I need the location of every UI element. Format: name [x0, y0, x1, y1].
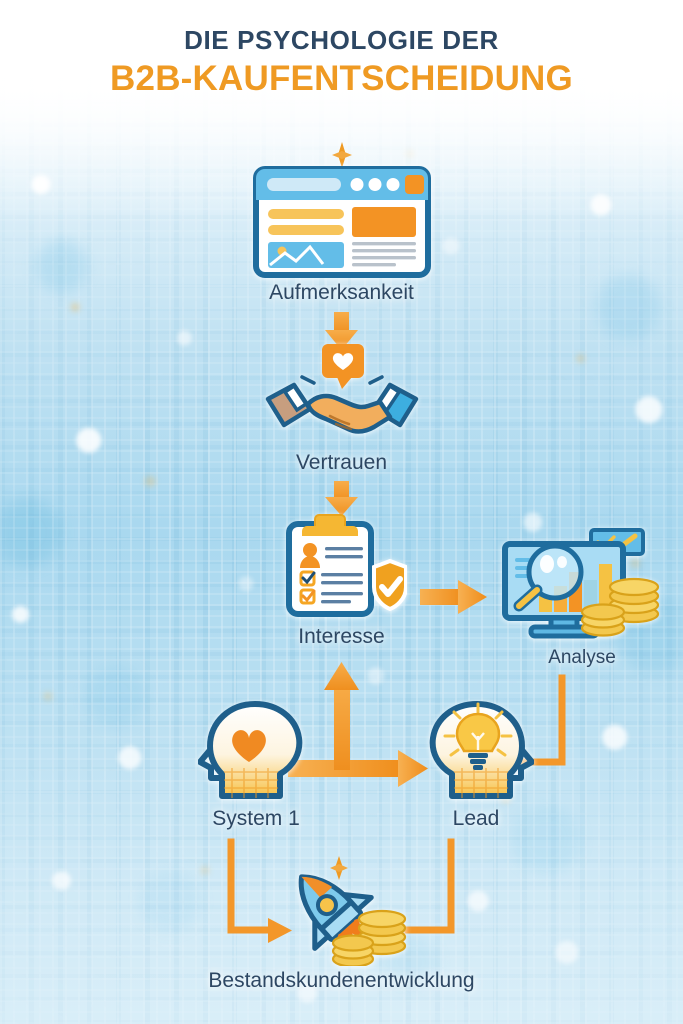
node-attention[interactable]: Aufmerksankeit [192, 166, 492, 305]
node-system1-label: System 1 [212, 807, 300, 830]
diamond-sparkle-rocket-icon [330, 856, 348, 880]
title-line-2: B2B-KAUFENTSCHEIDUNG [110, 59, 573, 99]
connector-branch-up-to-interest [324, 662, 359, 770]
node-trust-label: Vertrauen [295, 451, 388, 474]
connector-interest-to-analysis [420, 580, 487, 614]
rocket-coins-icon [162, 862, 522, 968]
handshake-icon [192, 344, 492, 448]
head-lightbulb-icon [396, 700, 556, 804]
connector-trust-to-interest [325, 481, 358, 516]
node-analysis[interactable]: Analyse [487, 528, 677, 669]
node-interest[interactable]: Interesse [212, 514, 472, 649]
browser-window-icon [192, 166, 492, 278]
poster-header: DIE PSYCHOLOGIE DER B2B-KAUFENTSCHEIDUNG [0, 25, 683, 99]
connector-lead-to-growth [404, 838, 455, 934]
diamond-sparkle-icon [332, 142, 352, 168]
node-attention-label: Aufmerksankeit [269, 281, 414, 304]
node-growth-label: Bestandskundenentwicklung [208, 969, 475, 992]
coin-stack-short-rocket [331, 934, 374, 968]
node-system1[interactable]: System 1 [176, 700, 336, 831]
node-analysis-label: Analyse [548, 647, 616, 668]
node-trust[interactable]: Vertrauen [192, 344, 492, 475]
node-interest-label: Interesse [298, 625, 385, 648]
connector-attention-to-trust [325, 312, 358, 350]
node-growth[interactable]: Bestandskundenentwicklung [162, 862, 522, 993]
title-line-1: DIE PSYCHOLOGIE DER [184, 25, 499, 55]
head-heart-icon [176, 700, 336, 804]
shield-check-badge [371, 558, 408, 612]
clipboard-shield-check-icon [212, 514, 472, 622]
node-lead-label: Lead [452, 807, 500, 830]
coin-stack-short [580, 603, 626, 637]
connector-system1-to-growth [227, 838, 292, 943]
node-lead[interactable]: Lead [396, 700, 556, 831]
heart-badge [321, 344, 364, 389]
monitor-magnifier-chart-coins-icon [487, 528, 677, 644]
